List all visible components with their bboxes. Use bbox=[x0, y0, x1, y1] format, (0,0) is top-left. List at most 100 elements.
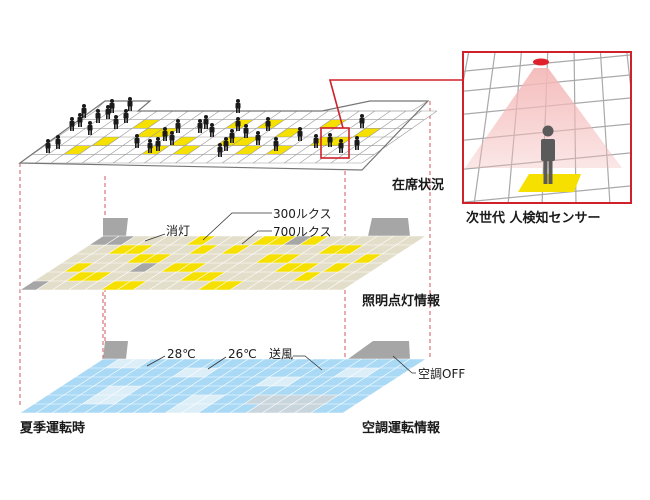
person-icon bbox=[113, 115, 119, 129]
lighting-cell-300lux bbox=[114, 272, 145, 281]
lighting-cell-300lux bbox=[246, 281, 277, 290]
aircon-cell-28c bbox=[336, 377, 366, 386]
aircon-cell-28c bbox=[319, 377, 350, 386]
callout-700lux-text: 700ルクス bbox=[273, 225, 332, 239]
aircon-cell-28c bbox=[202, 359, 233, 368]
lighting-cell-700lux bbox=[197, 281, 228, 290]
lighting-cell-300lux bbox=[153, 236, 184, 245]
aircon-cell-28c bbox=[114, 395, 145, 404]
person-icon bbox=[354, 136, 360, 150]
occupancy-layer bbox=[18, 97, 438, 171]
lighting-cell-300lux bbox=[340, 272, 371, 281]
aircon-cell-28c bbox=[77, 377, 108, 386]
aircon-layer bbox=[19, 341, 427, 414]
callout-line-fan bbox=[293, 355, 323, 371]
lighting-cell-300lux bbox=[338, 263, 369, 272]
aircon-cell-26c bbox=[112, 386, 143, 395]
callout-line-300lux bbox=[202, 212, 272, 241]
person-icon bbox=[109, 99, 115, 113]
aircon-cell-26c bbox=[98, 395, 129, 404]
lighting-cell-700lux bbox=[255, 254, 286, 263]
person-icon bbox=[273, 137, 279, 151]
aircon-cell-28c bbox=[301, 368, 332, 377]
person-icon bbox=[327, 133, 333, 147]
lighting-cell-300lux bbox=[276, 272, 307, 281]
aircon-cell-28c bbox=[218, 359, 249, 368]
lighting-cell-300lux bbox=[110, 254, 140, 263]
lighting-cell-300lux bbox=[234, 236, 265, 245]
aircon-cell-28c bbox=[68, 404, 99, 413]
person-icon bbox=[162, 127, 168, 141]
lighting-cell-700lux bbox=[66, 272, 97, 281]
aircon-cell-fan bbox=[262, 404, 293, 413]
aircon-cell-28c bbox=[107, 368, 138, 377]
lighting-cell-700lux bbox=[142, 254, 173, 263]
aircon-cell-28c bbox=[66, 395, 97, 404]
callout-28c-text: 28℃ bbox=[167, 347, 196, 361]
occupied-seat bbox=[63, 145, 92, 155]
lighting-cell-300lux bbox=[80, 263, 110, 272]
aircon-cell-28c bbox=[63, 386, 94, 395]
season-label: 夏季運転時 bbox=[19, 420, 85, 436]
lighting-cell-300lux bbox=[382, 245, 413, 254]
aircon-cell-28c bbox=[273, 386, 304, 395]
person-icon bbox=[45, 139, 51, 153]
aircon-cell-28c bbox=[146, 395, 177, 404]
lighting-cell-300lux bbox=[366, 245, 396, 254]
occupied-seat bbox=[132, 119, 161, 129]
lighting-cell-300lux bbox=[326, 281, 357, 290]
aircon-cell-28c bbox=[186, 359, 217, 368]
occupancy-label: 在席状況 bbox=[392, 177, 444, 193]
lighting-cell-700lux bbox=[322, 263, 353, 272]
lighting-cell-700lux bbox=[250, 236, 281, 245]
occupied-seat bbox=[234, 145, 263, 155]
aircon-cell-28c bbox=[229, 404, 260, 413]
aircon-cell-28c bbox=[158, 377, 189, 386]
aircon-cell-28c bbox=[142, 377, 173, 386]
aircon-cell-28c bbox=[234, 359, 265, 368]
lighting-cell-300lux bbox=[324, 272, 355, 281]
lighting-cell-300lux bbox=[33, 272, 64, 281]
lighting-cell-300lux bbox=[223, 254, 253, 263]
aircon-cell-28c bbox=[80, 386, 110, 395]
inset-grid-line bbox=[463, 185, 631, 203]
inset-grid-line bbox=[599, 52, 611, 203]
aircon-cell-28c bbox=[133, 404, 163, 413]
person-icon bbox=[229, 129, 235, 143]
detection-cone bbox=[465, 68, 622, 168]
lighting-cell-300lux bbox=[315, 236, 346, 245]
lighting-cell-300lux bbox=[133, 281, 163, 290]
aircon-cell-28c bbox=[190, 377, 221, 386]
lighting-cell-300lux bbox=[209, 263, 240, 272]
aircon-cell-28c bbox=[100, 404, 131, 413]
lighting-cell-300lux bbox=[98, 272, 129, 281]
lighting-cell-700lux bbox=[317, 245, 348, 254]
lighting-cell-300lux bbox=[204, 245, 235, 254]
aircon-cell-26c bbox=[105, 359, 136, 368]
aircon-cell-26c bbox=[255, 377, 286, 386]
aircon-cell-28c bbox=[91, 368, 122, 377]
aircon-cell-28c bbox=[366, 368, 396, 377]
aircon-cell-28c bbox=[137, 359, 168, 368]
lighting-cell-300lux bbox=[91, 245, 122, 254]
aircon-cell-26c bbox=[195, 395, 226, 404]
occupied-seat bbox=[318, 119, 347, 129]
person-icon bbox=[147, 139, 153, 153]
person-icon bbox=[313, 134, 319, 148]
callout-aircon-off-text: 空調OFF bbox=[418, 367, 465, 381]
lighting-cell-300lux bbox=[75, 245, 106, 254]
aircon-cell-28c bbox=[75, 368, 106, 377]
lighting-cell-300lux bbox=[262, 281, 293, 290]
aircon-cell-28c bbox=[156, 368, 187, 377]
lighting-cell-300lux bbox=[354, 263, 385, 272]
lighting-cell-off bbox=[128, 263, 159, 272]
lighting-cell-300lux bbox=[149, 281, 180, 290]
person-icon bbox=[297, 127, 303, 141]
detected-person-icon bbox=[541, 125, 555, 184]
lighting-cell-300lux bbox=[239, 254, 270, 263]
person-icon bbox=[265, 117, 271, 131]
aircon-cell-26c bbox=[181, 404, 212, 413]
lighting-cell-300lux bbox=[278, 281, 309, 290]
aircon-cell-28c bbox=[128, 386, 159, 395]
aircon-cell-28c bbox=[47, 386, 78, 395]
